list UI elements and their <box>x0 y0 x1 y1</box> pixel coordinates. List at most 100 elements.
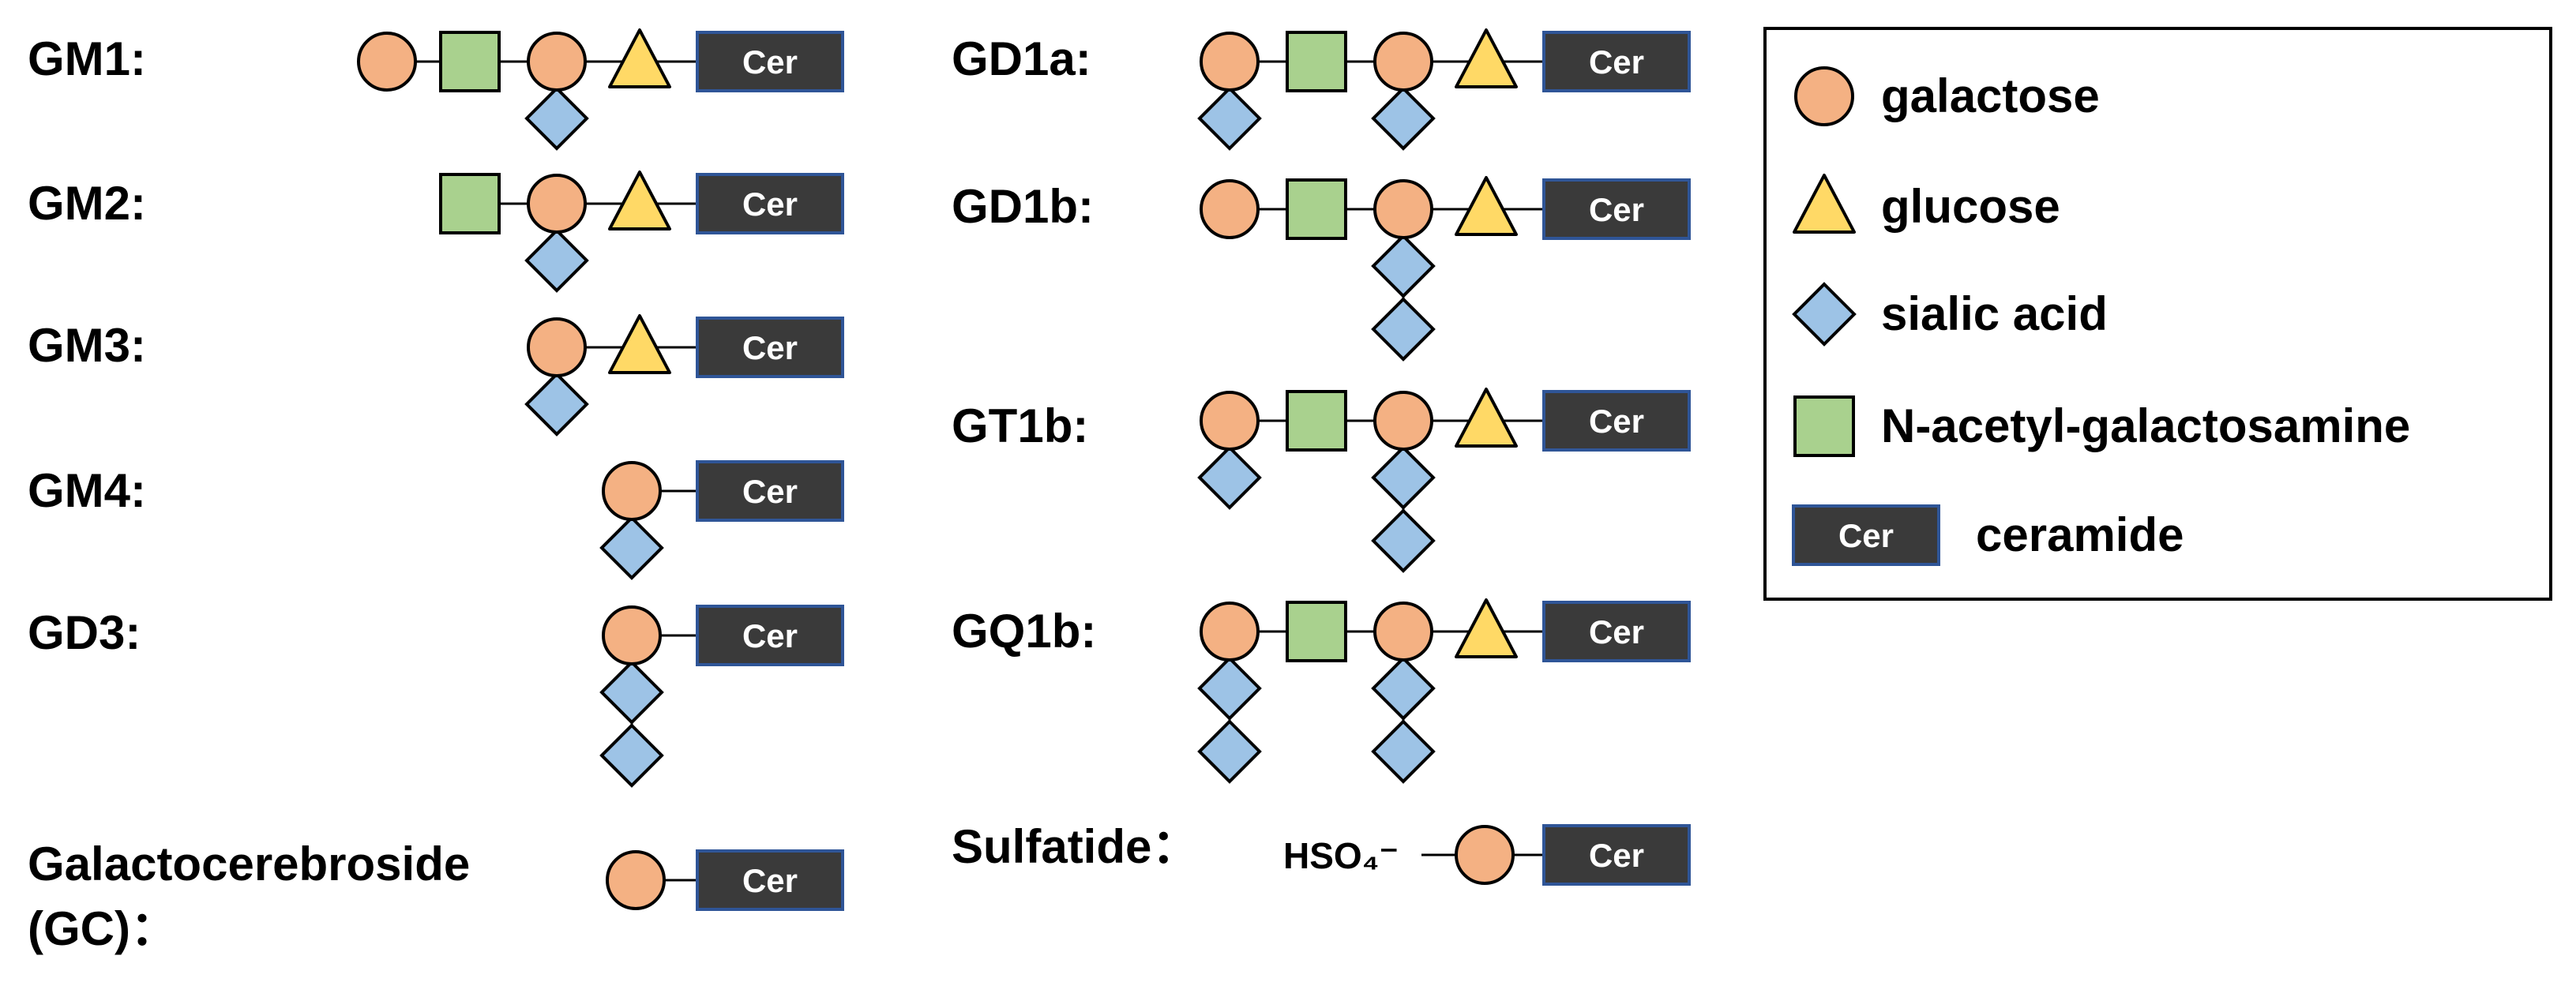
sialic-acid-diamond <box>1371 719 1436 784</box>
legend-galnac-square <box>1793 395 1855 457</box>
ceramide-box-fill <box>1792 504 1940 566</box>
sialic-acid-diamond <box>599 515 664 580</box>
galactose-circle <box>527 174 587 234</box>
ceramide-label: Cer <box>1589 403 1644 440</box>
ceramide-box: Cer <box>1542 390 1691 452</box>
galnac-square <box>1286 178 1347 240</box>
ceramide-box-fill <box>696 605 844 666</box>
sialic-acid-diamond <box>1371 234 1436 298</box>
ceramide-box: Cer <box>696 605 844 666</box>
ceramide-box: Cer <box>696 460 844 522</box>
legend-frame <box>1763 27 2552 601</box>
sialic-acid-diamond <box>1197 719 1262 784</box>
glycolipid-3: GM3:Cer <box>28 314 844 437</box>
glycolipid-label: GT1b: <box>952 399 1088 452</box>
sialic-acid-diamond <box>524 372 589 437</box>
sialic-acid-diamond <box>1371 508 1436 573</box>
sialic-acid-diamond <box>599 660 664 725</box>
legend-item-galactose: galactose <box>1794 66 2100 126</box>
ceramide-box-fill <box>696 173 844 234</box>
sialic-acid-diamond <box>599 723 664 788</box>
glycolipid-label: GQ1b: <box>952 605 1096 658</box>
glucose-triangle <box>608 171 671 231</box>
glycolipid-label: Galactocerebroside <box>28 838 470 890</box>
glycolipid-9: GT1b: Cer <box>952 388 1691 573</box>
ceramide-label: Cer <box>1589 191 1644 228</box>
ceramide-label: Cer <box>742 186 798 223</box>
ceramide-label: Cer <box>742 862 798 899</box>
legend-glucose-triangle <box>1793 174 1856 234</box>
galactose-circle <box>602 461 662 521</box>
glucose-triangle <box>1455 28 1518 88</box>
legend-label: ceramide <box>1976 508 2184 561</box>
galactose-circle <box>1200 602 1260 662</box>
ceramide-box: Cer <box>1542 31 1691 92</box>
legend-item-N-acetyl-galactosamine: N-acetyl-galactosamine <box>1793 395 2410 457</box>
galactose-circle <box>527 317 587 377</box>
galactose-circle <box>1373 391 1433 451</box>
galnac-square <box>439 31 501 92</box>
sialic-acid-diamond <box>524 228 589 293</box>
ceramide-label: Cer <box>1589 613 1644 650</box>
sialic-acid-diamond <box>1371 445 1436 510</box>
sialic-acid-diamond <box>1371 656 1436 721</box>
glycolipid-2: GM2:Cer <box>28 171 844 293</box>
ceramide-box: Cer <box>696 31 844 92</box>
glucose-triangle <box>608 314 671 374</box>
galactose-circle <box>1373 179 1433 239</box>
glycolipid-label: Sulfatide： <box>952 820 1199 873</box>
glucose-triangle <box>1455 388 1518 448</box>
ceramide-label: Cer <box>742 617 798 654</box>
ceramide-label: Cer <box>742 329 798 366</box>
legend-label: sialic acid <box>1881 287 2108 340</box>
glycolipid-label: GM4: <box>28 464 146 517</box>
ceramide-box: Cer <box>696 849 844 911</box>
glucose-triangle <box>1455 598 1518 658</box>
galnac-square <box>439 173 501 234</box>
glycolipid-10: GQ1b: Cer <box>952 598 1691 784</box>
glycolipid-label: GD1b: <box>952 180 1094 233</box>
ceramide-box-fill <box>696 31 844 92</box>
legend-ceramide-box: Cer <box>1792 504 1940 566</box>
ceramide-label: Cer <box>1589 837 1644 874</box>
glycolipid-7: GD1a:Cer <box>952 28 1691 151</box>
galactose-circle <box>1200 32 1260 92</box>
legend-sialic-acid-diamond <box>1792 282 1857 347</box>
sialic-acid-diamond <box>1197 656 1262 721</box>
ceramide-box-fill <box>696 460 844 522</box>
glycolipid-label: GD3: <box>28 606 141 659</box>
ceramide-label: Cer <box>1589 43 1644 81</box>
glycolipid-4: GM4: Cer <box>28 460 844 580</box>
galactose-circle <box>357 32 417 92</box>
galactose-circle <box>527 32 587 92</box>
sialic-acid-diamond <box>1197 86 1262 151</box>
galactose-circle <box>1200 391 1260 451</box>
ceramide-box-fill <box>1542 31 1691 92</box>
ceramide-label: Cer <box>742 43 798 81</box>
galactose-circle <box>1455 825 1515 885</box>
glucose-triangle <box>1455 176 1518 236</box>
galnac-square <box>1286 31 1347 92</box>
galnac-square <box>1286 390 1347 452</box>
sialic-acid-diamond <box>1197 445 1262 510</box>
ceramide-box: Cer <box>1542 601 1691 662</box>
ceramide-box: Cer <box>696 317 844 378</box>
galnac-square <box>1286 601 1347 662</box>
ceramide-box: Cer <box>1542 824 1691 886</box>
legend-item-glucose: glucose <box>1793 174 2060 234</box>
legend-item-ceramide: Cer ceramide <box>1792 504 2184 566</box>
legend-label: galactose <box>1881 69 2100 122</box>
sialic-acid-diamond <box>1371 86 1436 151</box>
legend-label: N-acetyl-galactosamine <box>1881 399 2410 452</box>
sialic-acid-diamond <box>524 86 589 151</box>
legend-galactose-circle <box>1794 66 1854 126</box>
legend-label: glucose <box>1881 180 2060 233</box>
legend-item-sialic-acid: sialic acid <box>1792 282 2108 347</box>
sialic-acid-diamond <box>1371 297 1436 362</box>
ceramide-box-fill <box>1542 178 1691 240</box>
glycolipid-label-line2: (GC)： <box>28 902 178 955</box>
glycolipid-1: GM1: Cer <box>28 28 844 151</box>
galactose-circle <box>606 850 666 910</box>
ceramide-label: Cer <box>1838 517 1894 554</box>
glycolipid-label: GM1: <box>28 32 146 85</box>
